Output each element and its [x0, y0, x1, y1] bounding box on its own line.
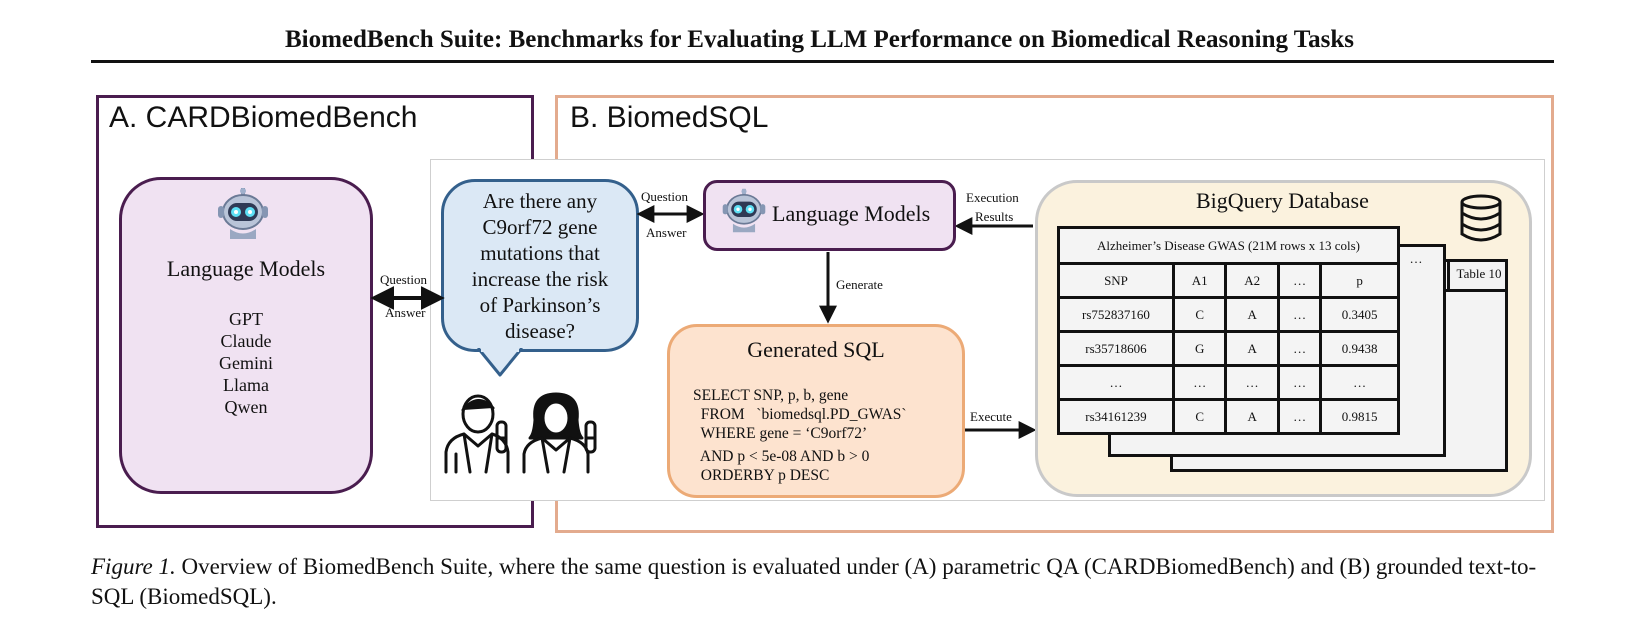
table-row: … … … … …	[1057, 364, 1400, 401]
table-row: rs34161239 C A … 0.9815	[1057, 398, 1400, 435]
panel-b-question-label: Question	[641, 189, 688, 204]
figure-label: Figure 1.	[91, 554, 176, 579]
table-cell: 0.9815	[1319, 398, 1400, 435]
table-cell: …	[1276, 364, 1323, 401]
table-cell: C	[1171, 296, 1228, 333]
question-line: Are there any	[482, 189, 598, 213]
table-row: rs752837160 C A … 0.3405	[1057, 296, 1400, 333]
sql-line: WHERE gene = ‘C9orf72’	[693, 425, 868, 442]
sql-line: FROM `biomedsql.PD_GWAS`	[693, 406, 907, 423]
table-cell: …	[1276, 296, 1323, 333]
question-text: Are there any C9orf72 gene mutations tha…	[443, 188, 637, 344]
table-caption: Alzheimer’s Disease GWAS (21M rows x 13 …	[1057, 226, 1400, 265]
panel-b-lm-title: Language Models	[772, 201, 931, 226]
execute-label: Execute	[970, 409, 1012, 424]
table-cell: 0.3405	[1319, 296, 1400, 333]
table-cell: …	[1276, 398, 1323, 435]
table-cell: …	[1224, 364, 1280, 401]
scientists-icon	[444, 392, 597, 474]
question-line: of Parkinson’s	[479, 293, 601, 317]
model-item: Qwen	[224, 397, 268, 417]
question-line: increase the risk	[471, 267, 609, 291]
panel-a-label: A. CARDBiomedBench	[109, 101, 418, 134]
question-line: mutations that	[480, 241, 600, 265]
title-rule	[91, 60, 1554, 63]
model-item: GPT	[228, 309, 263, 329]
table-cell: …	[1171, 364, 1228, 401]
model-item: Gemini	[219, 353, 273, 373]
table-cell: C	[1171, 398, 1228, 435]
model-item: Llama	[223, 375, 269, 395]
sheet-mid-ellipsis: …	[1409, 251, 1423, 266]
sql-title: Generated SQL	[747, 337, 885, 362]
sql-line: AND p < 5e-08 AND b > 0	[693, 448, 870, 465]
table-cell: …	[1319, 364, 1400, 401]
figure-title: BiomedBench Suite: Benchmarks for Evalua…	[284, 26, 1355, 53]
question-line: disease?	[505, 319, 575, 343]
table-10-label: Table 10	[1447, 259, 1508, 292]
robot-icon	[218, 188, 268, 239]
table-header-row: SNP A1 A2 … p	[1057, 262, 1400, 299]
sql-line: ORDERBY p DESC	[693, 467, 830, 484]
table-cell: A	[1224, 296, 1280, 333]
generate-label: Generate	[836, 277, 883, 292]
table-row: rs35718606 G A … 0.9438	[1057, 330, 1400, 367]
table-cell: …	[1057, 364, 1175, 401]
caption-text: Overview of BiomedBench Suite, where the…	[91, 554, 1537, 609]
table-cell: G	[1171, 330, 1228, 367]
table-cell: 0.9438	[1319, 330, 1400, 367]
table-header-cell: SNP	[1057, 262, 1175, 299]
table-cell: A	[1224, 398, 1280, 435]
figure-caption: Figure 1. Overview of BiomedBench Suite,…	[91, 552, 1561, 612]
question-bubble	[441, 179, 639, 352]
table-cell: …	[1276, 330, 1323, 367]
model-list: GPT Claude Gemini Llama Qwen	[119, 308, 373, 418]
table-header-cell: A1	[1171, 262, 1228, 299]
table-cell: A	[1224, 330, 1280, 367]
table-header-cell: p	[1319, 262, 1400, 299]
bigquery-title: BigQuery Database	[1196, 188, 1369, 213]
generated-sql-box	[667, 324, 965, 498]
table-cell: rs35718606	[1057, 330, 1175, 367]
robot-icon	[722, 188, 766, 233]
panel-a-lm-title: Language Models	[166, 256, 326, 281]
execution-label: Execution	[966, 190, 1019, 205]
table-cell: rs34161239	[1057, 398, 1175, 435]
panel-a-question-label: Question	[380, 272, 427, 287]
bubble-tail-icon	[476, 348, 524, 377]
results-label: Results	[975, 209, 1014, 224]
sql-line: SELECT SNP, p, b, gene	[693, 387, 849, 404]
database-icon	[1460, 194, 1502, 242]
table-header-cell: …	[1276, 262, 1323, 299]
model-item: Claude	[220, 331, 272, 351]
table-header-cell: A2	[1224, 262, 1280, 299]
panel-b-label: B. BiomedSQL	[570, 101, 769, 134]
question-line: C9orf72 gene	[482, 215, 598, 239]
gwas-table: Alzheimer’s Disease GWAS (21M rows x 13 …	[1057, 226, 1400, 435]
table-cell: rs752837160	[1057, 296, 1175, 333]
panel-b-answer-label: Answer	[646, 225, 687, 240]
panel-a-answer-label: Answer	[385, 305, 426, 320]
